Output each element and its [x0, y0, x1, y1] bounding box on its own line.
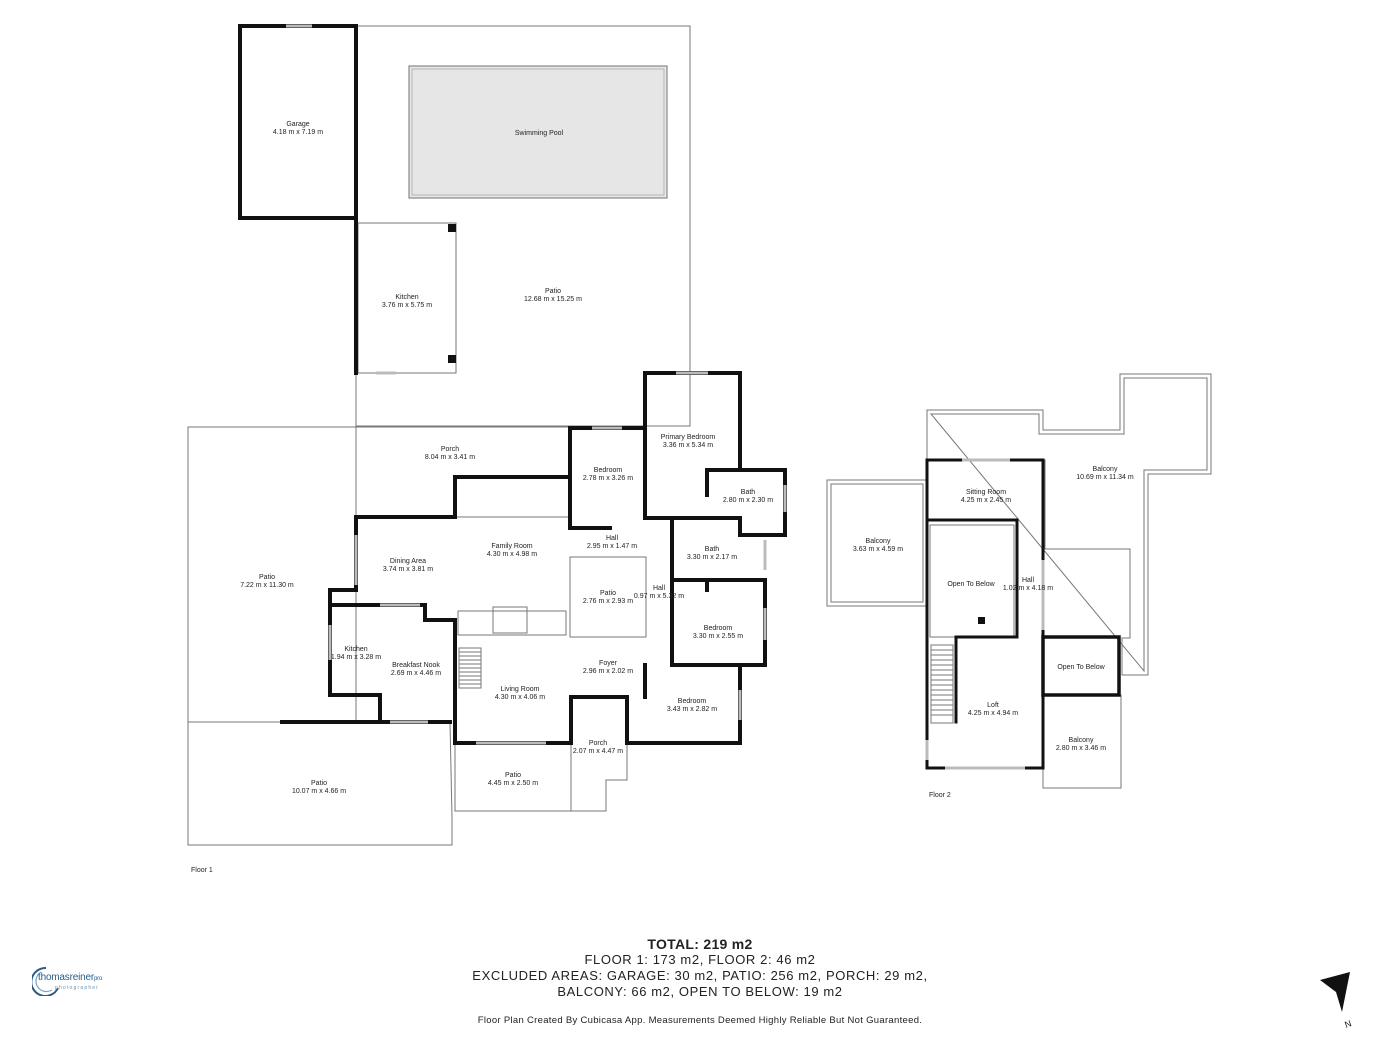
patio-front-name: Patio	[505, 772, 521, 779]
patio-south-dims: 10.07 m x 4.66 m	[292, 788, 346, 795]
loft-name: Loft	[987, 702, 999, 709]
floor-1: Garage 4.18 m x 7.19 m Swimming Pool Kit…	[187, 24, 787, 874]
porch-north-outline	[355, 426, 571, 518]
dining-area-dims: 3.74 m x 3.81 m	[383, 566, 433, 573]
bedroom-south-dims: 3.43 m x 2.82 m	[667, 706, 717, 713]
hall-2-name: Hall	[653, 585, 666, 592]
floor-2-walls	[925, 458, 1121, 770]
porch-south-dims: 2.07 m x 4.47 m	[573, 748, 623, 755]
counter-outline	[457, 610, 567, 636]
living-room-name: Living Room	[501, 686, 540, 693]
sitting-room-name: Sitting Room	[966, 489, 1006, 496]
bath-2-name: Bath	[705, 546, 720, 553]
loft-dims: 4.25 m x 4.94 m	[968, 710, 1018, 717]
floor-2-windows	[925, 458, 1045, 770]
balcony-small-name: Balcony	[1069, 737, 1094, 744]
bedroom-north-name: Bedroom	[594, 467, 623, 474]
open-below-1-name: Open To Below	[947, 581, 995, 588]
family-room-dims: 4.30 m x 4.98 m	[487, 551, 537, 558]
hall-f2-dims: 1.02 m x 4.18 m	[1003, 585, 1053, 592]
floor-1-labels: Garage 4.18 m x 7.19 m Swimming Pool Kit…	[191, 121, 773, 874]
kitchen-dims: 1.94 m x 3.28 m	[331, 654, 381, 661]
bedroom-east-dims: 3.30 m x 2.55 m	[693, 633, 743, 640]
balcony-west-name: Balcony	[866, 538, 891, 545]
patio-south-name: Patio	[311, 780, 327, 787]
summary-excluded-2: BALCONY: 66 m2, OPEN TO BELOW: 19 m2	[557, 984, 843, 999]
outdoor-kitchen-name: Kitchen	[395, 294, 418, 301]
balcony-large-dims: 10.69 m x 11.34 m	[1076, 474, 1134, 481]
bedroom-south-name: Bedroom	[678, 698, 707, 705]
swimming-pool	[408, 65, 668, 199]
floor-1-windows	[286, 24, 787, 745]
family-room-name: Family Room	[491, 543, 532, 550]
breakfast-nook-dims: 2.69 m x 4.46 m	[391, 670, 441, 677]
logo-subtitle: photographer	[55, 985, 100, 991]
disclaimer: Floor Plan Created By Cubicasa App. Meas…	[477, 1015, 923, 1026]
outdoor-kitchen-dims: 3.76 m x 5.75 m	[382, 302, 432, 309]
logo-text: thomasreinerpro	[38, 972, 102, 983]
open-below-2-name: Open To Below	[1057, 664, 1105, 671]
swimming-pool-name: Swimming Pool	[515, 130, 564, 137]
bath-primary-dims: 2.80 m x 2.30 m	[723, 497, 773, 504]
summary-excluded: EXCLUDED AREAS: GARAGE: 30 m2, PATIO: 25…	[472, 968, 928, 983]
bath-2-dims: 3.30 m x 2.17 m	[687, 554, 737, 561]
porch-north-dims: 8.04 m x 3.41 m	[425, 454, 475, 461]
patio-front-dims: 4.45 m x 2.50 m	[488, 780, 538, 787]
bedroom-north-dims: 2.78 m x 3.26 m	[583, 475, 633, 482]
area-summary: TOTAL: 219 m2 FLOOR 1: 173 m2, FLOOR 2: …	[400, 936, 1000, 1000]
balcony-small-dims: 2.80 m x 3.46 m	[1056, 745, 1106, 752]
logo-suffix: pro	[93, 976, 103, 982]
floor-2-labels: Balcony 10.69 m x 11.34 m Sitting Room 4…	[853, 466, 1134, 799]
hall-2-dims: 0.97 m x 5.32 m	[634, 593, 684, 600]
kitchen-name: Kitchen	[344, 646, 367, 653]
dining-area-name: Dining Area	[390, 558, 426, 565]
stairs-2-outline	[930, 644, 954, 724]
logo-name: thomasreiner	[38, 972, 94, 983]
floor-2-label: Floor 2	[929, 792, 951, 799]
bedroom-east-name: Bedroom	[704, 625, 733, 632]
patio-west-name: Patio	[259, 574, 275, 581]
patio-inner-outline	[569, 556, 647, 638]
garage-name: Garage	[286, 121, 309, 128]
floor-1-label: Floor 1	[191, 867, 213, 874]
primary-bedroom-name: Primary Bedroom	[661, 434, 716, 441]
north-letter: N	[1343, 1018, 1353, 1030]
floor-2: Balcony 10.69 m x 11.34 m Sitting Room 4…	[826, 373, 1212, 799]
island-outline	[492, 606, 528, 634]
balcony-large-name: Balcony	[1093, 466, 1118, 473]
patio-inner-dims: 2.76 m x 2.93 m	[583, 598, 633, 605]
bath-primary-name: Bath	[741, 489, 756, 496]
floor-1-outlines	[187, 25, 691, 846]
garage-dims: 4.18 m x 7.19 m	[273, 129, 323, 136]
breakfast-nook-name: Breakfast Nook	[392, 662, 440, 669]
photographer-logo-icon	[32, 966, 59, 996]
porch-north-name: Porch	[441, 446, 459, 453]
floor-2-outlines	[826, 373, 1212, 789]
living-room-dims: 4.30 m x 4.06 m	[495, 694, 545, 701]
patio-west-dims: 7.22 m x 11.30 m	[240, 582, 294, 589]
patio-pool-name: Patio	[545, 288, 561, 295]
patio-inner-name: Patio	[600, 590, 616, 597]
porch-south-name: Porch	[589, 740, 607, 747]
sitting-room-dims: 4.25 m x 2.45 m	[961, 497, 1011, 504]
hall-f2-name: Hall	[1022, 577, 1035, 584]
patio-pool-dims: 12.68 m x 15.25 m	[524, 296, 582, 303]
foyer-name: Foyer	[599, 660, 618, 667]
summary-floors: FLOOR 1: 173 m2, FLOOR 2: 46 m2	[584, 952, 816, 967]
north-arrow-icon: N	[1320, 972, 1353, 1030]
summary-total: TOTAL: 219 m2	[647, 936, 753, 952]
primary-bedroom-dims: 3.36 m x 5.34 m	[663, 442, 713, 449]
balcony-west-dims: 3.63 m x 4.59 m	[853, 546, 903, 553]
foyer-dims: 2.96 m x 2.02 m	[583, 668, 633, 675]
hall-1-dims: 2.95 m x 1.47 m	[587, 543, 637, 550]
hall-1-name: Hall	[606, 535, 619, 542]
